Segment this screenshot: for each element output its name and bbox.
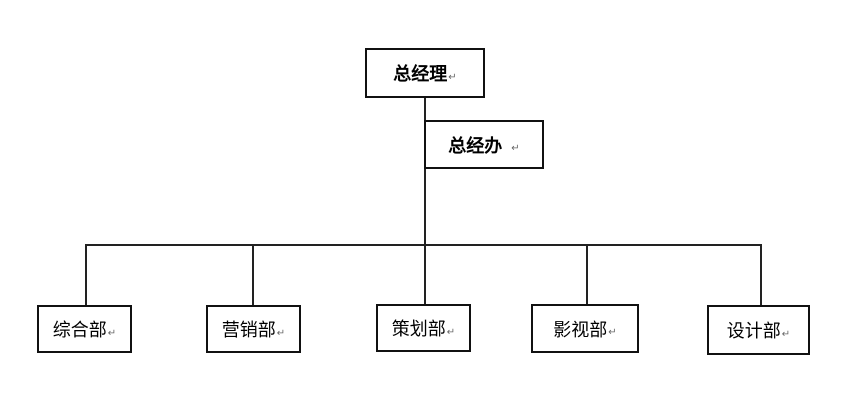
branch-drop-1: [85, 244, 87, 305]
general-office-box: 总经办 ↵: [424, 120, 544, 169]
paragraph-mark-icon: ↵: [781, 328, 791, 340]
paragraph-mark-icon: ↵: [107, 327, 117, 339]
vertical-trunk-line: [424, 97, 426, 245]
paragraph-mark-icon: ↵: [511, 143, 520, 154]
branch-drop-3: [424, 244, 426, 304]
department-box-5: 设计部↵: [707, 305, 810, 355]
paragraph-mark-icon: ↵: [448, 71, 457, 83]
department-box-2: 营销部↵: [206, 305, 301, 353]
department-box-3: 策划部↵: [376, 304, 471, 352]
general-manager-box: 总经理↵: [365, 48, 485, 98]
paragraph-mark-icon: ↵: [446, 326, 456, 338]
general-manager-label: 总经理: [393, 64, 448, 85]
branch-drop-2: [252, 244, 254, 305]
branch-drop-4: [586, 244, 588, 304]
paragraph-mark-icon: ↵: [276, 327, 286, 339]
department-label-3: 策划部: [391, 319, 446, 340]
department-label-1: 综合部: [52, 320, 107, 341]
horizontal-branch-line: [85, 244, 762, 246]
department-label-5: 设计部: [726, 321, 781, 342]
branch-drop-5: [760, 244, 762, 305]
department-box-1: 综合部↵: [37, 305, 132, 353]
paragraph-mark-icon: ↵: [608, 327, 617, 338]
department-label-2: 营销部: [221, 320, 276, 341]
department-label-4: 影视部: [553, 319, 608, 341]
department-box-4: 影视部↵: [531, 304, 639, 353]
general-office-label: 总经办: [448, 135, 503, 157]
